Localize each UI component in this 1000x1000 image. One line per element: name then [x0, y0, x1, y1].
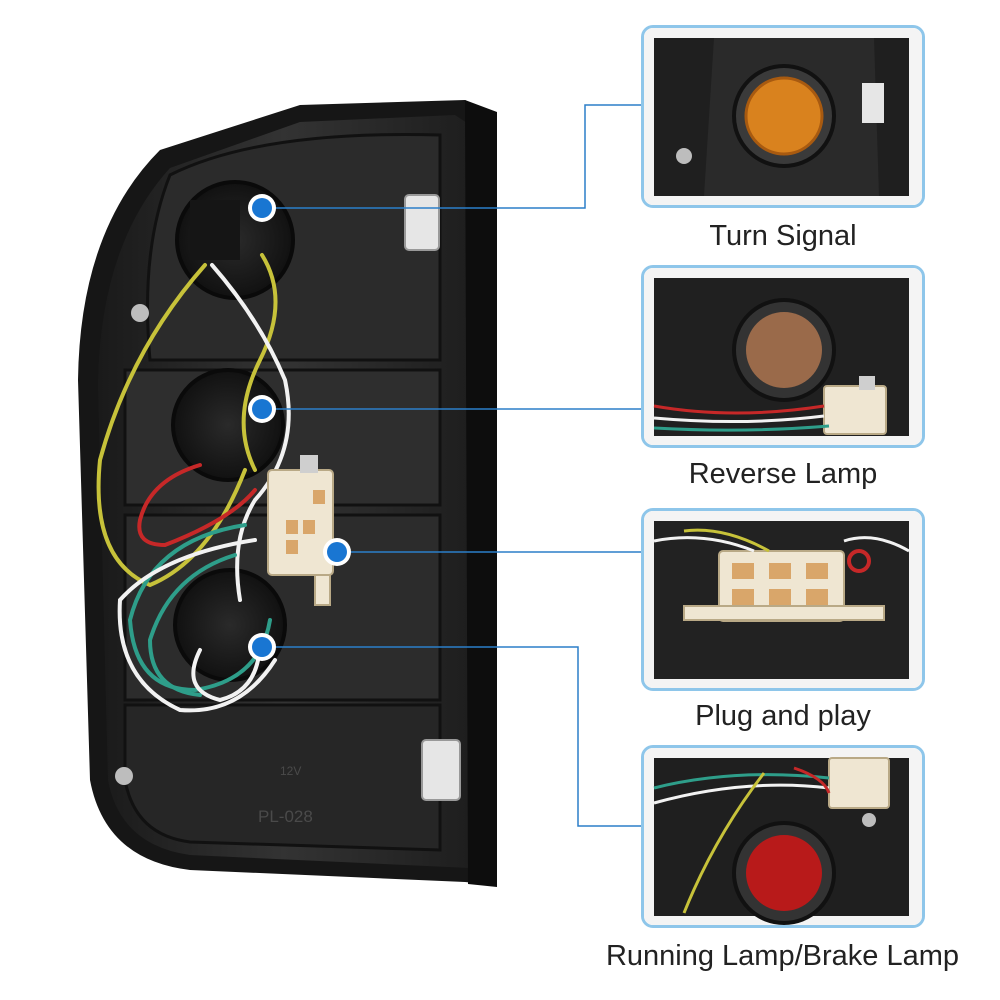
detail-card-turn-signal: [641, 25, 925, 208]
embossed-part-number: PL-028: [258, 807, 313, 826]
detail-card-brake-lamp: [641, 745, 925, 928]
plug-closeup: [644, 511, 922, 688]
brake-lamp-closeup: [644, 748, 922, 925]
caption-plug-and-play: Plug and play: [695, 700, 871, 732]
caption-brake-lamp: Running Lamp/Brake Lamp: [605, 940, 960, 972]
caption-reverse-lamp: Reverse Lamp: [688, 458, 878, 490]
reverse-lamp-closeup: [644, 268, 922, 445]
detail-card-reverse-lamp: [641, 265, 925, 448]
connector-plug: [267, 469, 334, 576]
detail-card-plug-and-play: [641, 508, 925, 691]
turn-signal-closeup: [644, 28, 922, 205]
callout-dots: [248, 194, 351, 661]
embossed-12v: 12V: [280, 764, 301, 778]
caption-turn-signal: Turn Signal: [709, 220, 857, 252]
